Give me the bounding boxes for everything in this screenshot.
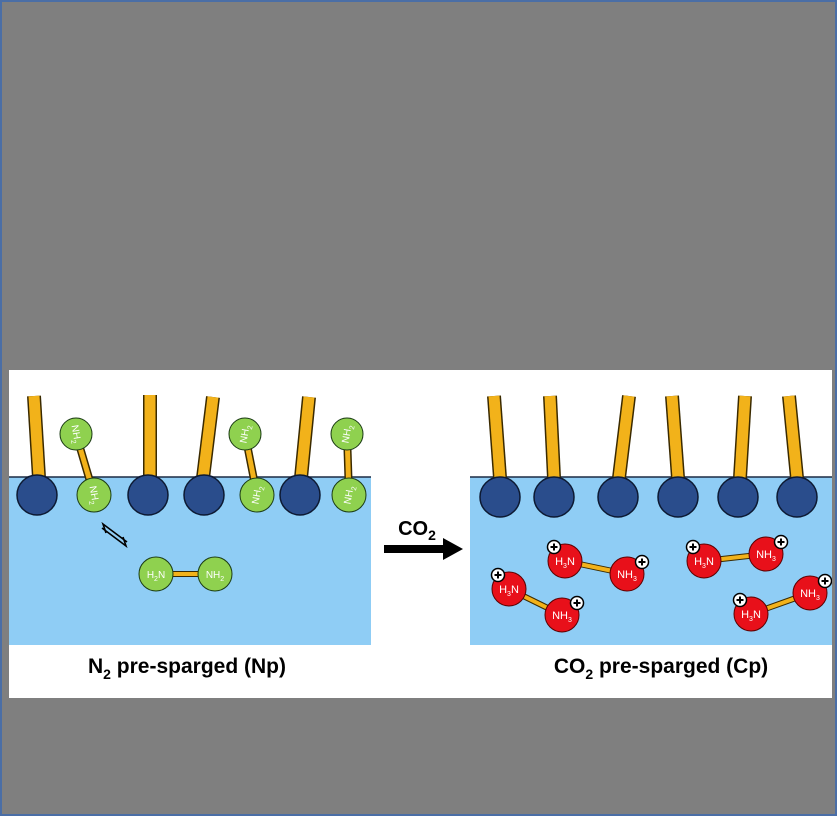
surfactant-head-r5 <box>776 476 818 518</box>
ammonium-left-label-0: H3N <box>499 584 519 598</box>
free-amine-right-label: NH2 <box>206 570 224 583</box>
surfactant-head-0 <box>16 474 58 516</box>
adsorbed-amine-upper-label-1: NH2 <box>238 424 254 444</box>
ammonium-right-label-3: NH3 <box>800 588 820 602</box>
free-amine-right <box>197 556 233 592</box>
surfactant-tail-r2 <box>613 395 635 479</box>
arrow-shaft <box>384 545 446 553</box>
ammonium-right-1 <box>609 556 645 592</box>
adsorbed-amine-upper-label-0: NH2 <box>67 424 83 444</box>
arrow-label: CO2 <box>398 518 436 543</box>
ammonium-right-2 <box>748 536 784 572</box>
right-surfactant-layer <box>479 395 818 518</box>
adsorbed-amine-lower-2 <box>331 477 367 513</box>
ammonium-right-label-1: NH3 <box>617 569 637 583</box>
adsorbed-amine-upper-2 <box>330 417 364 451</box>
right-caption: CO2 pre-sparged (Cp) <box>554 655 768 682</box>
surfactant-tail-2 <box>197 396 219 479</box>
ammonium-left-label-1: H3N <box>555 556 575 570</box>
adsorbed-amine-upper-1 <box>228 417 262 451</box>
ammonium-right-3 <box>792 575 828 611</box>
free-diamine-molecule: H2N NH2 <box>138 556 233 592</box>
surfactant-tail-r0 <box>488 395 506 479</box>
adsorbed-amine-upper-0 <box>59 417 93 451</box>
surfactant-head-r0 <box>479 476 521 518</box>
surfactant-head-3 <box>279 474 321 516</box>
adsorbed-amine-lower-label-1: NH2 <box>250 485 266 505</box>
surfactant-head-r4 <box>717 476 759 518</box>
surfactant-tail-r5 <box>783 395 803 479</box>
free-amine-left <box>138 556 174 592</box>
free-amine-left-label: H2N <box>147 570 165 583</box>
co2-reaction-arrow: CO2 <box>384 518 463 560</box>
adsorbed-amine-lower-label-0: NH2 <box>85 485 101 505</box>
ammonium-left-label-2: H3N <box>694 556 714 570</box>
adsorbed-amine-upper-label-2: NH2 <box>340 424 356 444</box>
surfactant-tail-r4 <box>734 395 751 479</box>
adsorbed-amine-lower-0 <box>76 477 112 513</box>
surfactant-head-r2 <box>597 476 639 518</box>
surfactant-tail-r3 <box>666 395 684 479</box>
surfactant-head-1 <box>127 474 169 516</box>
adsorbed-amine-lower-label-2: NH2 <box>342 485 358 505</box>
surfactant-tail-0 <box>28 395 45 479</box>
ammonium-right-label-0: NH3 <box>552 610 572 624</box>
surfactant-tail-r1 <box>544 395 560 479</box>
ammonium-right-label-2: NH3 <box>756 549 776 563</box>
ammonium-left-label-3: H3N <box>741 609 761 623</box>
surfactant-tail-3 <box>295 396 315 479</box>
left-surfactant-layer <box>16 395 321 516</box>
adsorbed-amine-lower-1 <box>239 477 275 513</box>
surfactant-head-2 <box>183 474 225 516</box>
ammonium-right-0 <box>544 597 580 633</box>
surfactant-head-r1 <box>533 476 575 518</box>
equilibrium-arrow-icon <box>101 521 128 549</box>
surfactant-head-r3 <box>657 476 699 518</box>
left-caption: N2 pre-sparged (Np) <box>88 655 286 682</box>
arrow-head-icon <box>443 538 463 560</box>
